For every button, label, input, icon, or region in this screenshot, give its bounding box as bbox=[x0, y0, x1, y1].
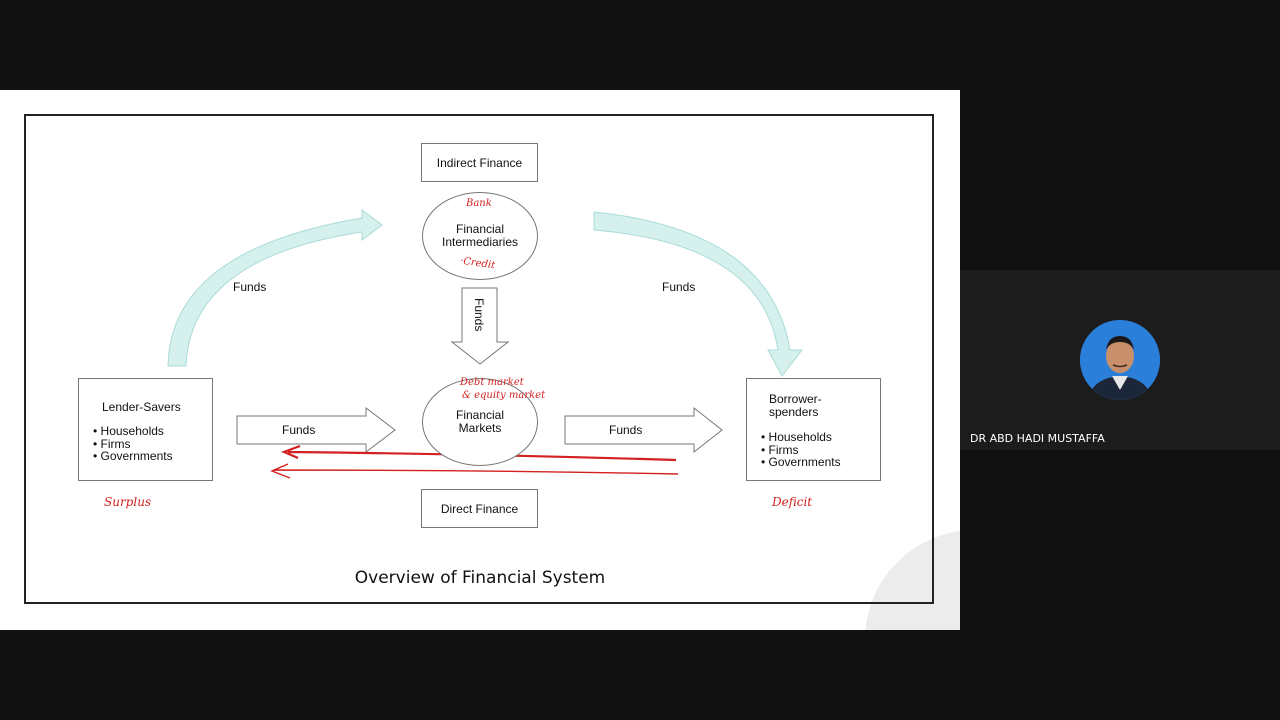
ink-bank: Bank bbox=[466, 198, 492, 209]
financial-intermediaries-node: Financial Intermediaries bbox=[422, 192, 538, 280]
ink-surplus: Surplus bbox=[104, 495, 152, 509]
slide-area: Indirect Finance Financial Intermediarie… bbox=[0, 90, 960, 630]
borrower-spenders-list: Households Firms Governments bbox=[761, 431, 841, 469]
funds-text: Funds bbox=[472, 298, 486, 332]
funds-text: Funds bbox=[233, 280, 267, 294]
funds-label-left-arrow: Funds bbox=[282, 423, 315, 437]
funds-label-right-arc: Funds bbox=[662, 280, 695, 294]
funds-label-down: Funds bbox=[472, 298, 486, 331]
funds-label-right-arrow: Funds bbox=[609, 423, 642, 437]
left-funds-arc bbox=[167, 209, 383, 367]
markets-line2: Markets bbox=[458, 421, 502, 435]
list-item: Households bbox=[93, 425, 173, 438]
right-funds-arrow bbox=[564, 406, 723, 454]
slide-caption: Overview of Financial System bbox=[354, 568, 606, 588]
indirect-finance-label: Indirect Finance bbox=[436, 155, 523, 170]
borrower-title-line2: spenders bbox=[769, 405, 819, 419]
down-funds-arrow bbox=[450, 287, 510, 365]
list-item: Governments bbox=[93, 450, 173, 463]
list-item: Households bbox=[761, 431, 841, 444]
markets-line1: Financial bbox=[455, 408, 505, 422]
list-item: Firms bbox=[761, 443, 841, 457]
ink-deficit: Deficit bbox=[772, 495, 813, 509]
ink-debt-market: Debt market bbox=[460, 377, 524, 388]
intermediaries-line1: Financial bbox=[455, 222, 505, 236]
presenter-name: DR ABD HADI MUSTAFFA bbox=[970, 432, 1105, 445]
indirect-finance-box: Indirect Finance bbox=[421, 143, 538, 182]
list-item: Governments bbox=[761, 456, 841, 469]
avatar bbox=[1080, 320, 1160, 400]
right-funds-arc bbox=[593, 211, 804, 377]
slide-frame bbox=[24, 114, 934, 604]
diagram-arrows bbox=[167, 209, 804, 479]
direct-finance-label: Direct Finance bbox=[440, 501, 519, 516]
borrower-spenders-box: Borrower- spenders Households Firms Gove… bbox=[746, 378, 881, 481]
borrower-title-line1: Borrower- bbox=[769, 392, 822, 406]
lender-savers-box: Lender-Savers Households Firms Governmen… bbox=[78, 378, 213, 481]
intermediaries-line2: Intermediaries bbox=[441, 235, 519, 249]
ink-equity-market: & equity market bbox=[462, 390, 546, 401]
list-item: Firms bbox=[93, 437, 173, 451]
lender-savers-list: Households Firms Governments bbox=[93, 425, 173, 463]
borrower-spenders-title: Borrower- spenders bbox=[769, 393, 822, 419]
direct-finance-box: Direct Finance bbox=[421, 489, 538, 528]
funds-text: Funds bbox=[662, 280, 696, 294]
funds-label-left-arc: Funds bbox=[233, 280, 266, 294]
presenter-photo bbox=[1080, 320, 1160, 400]
funds-text: Funds bbox=[282, 423, 316, 437]
ink-arrow-lower bbox=[270, 463, 679, 479]
funds-text: Funds bbox=[609, 423, 643, 437]
financial-markets-node: Financial Markets bbox=[422, 378, 538, 466]
left-funds-arrow bbox=[236, 406, 396, 454]
lender-savers-title: Lender-Savers bbox=[102, 400, 181, 414]
presenter-video-tile[interactable]: DR ABD HADI MUSTAFFA bbox=[960, 270, 1280, 450]
